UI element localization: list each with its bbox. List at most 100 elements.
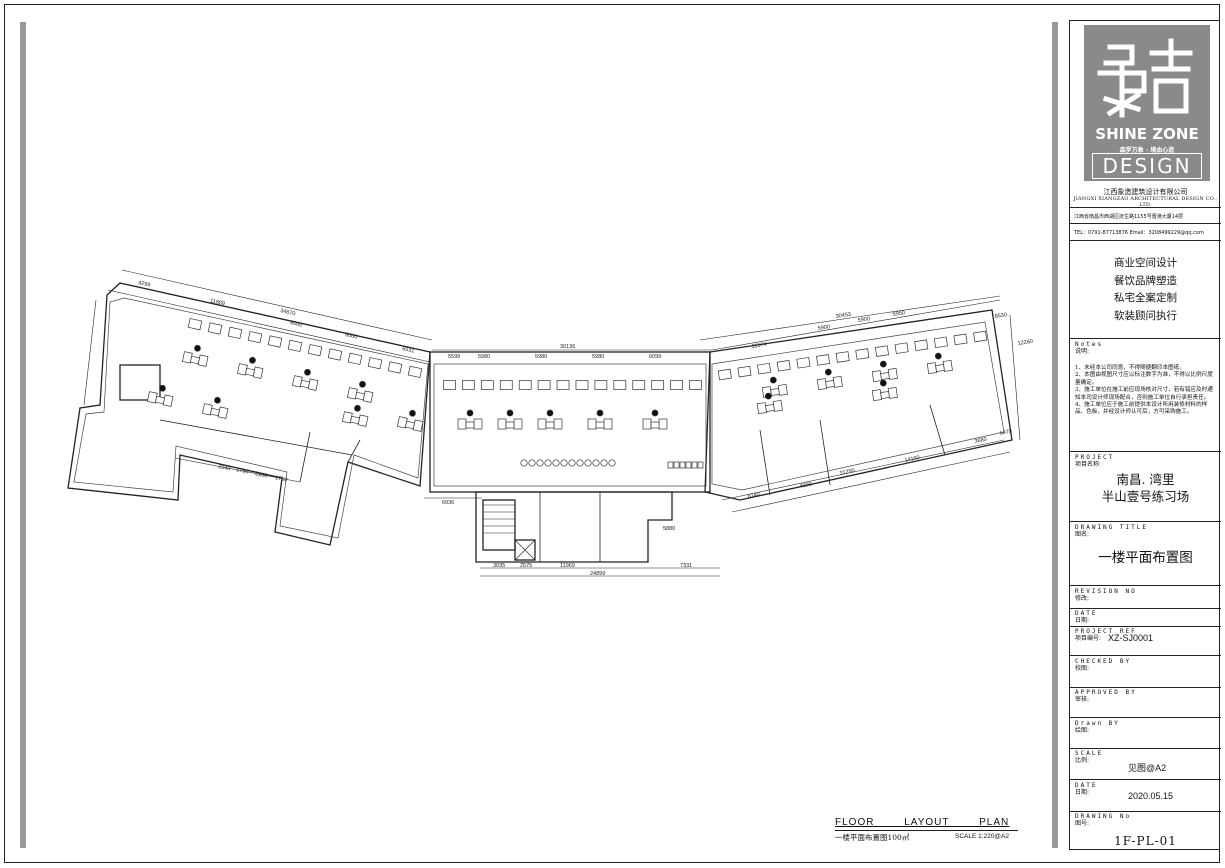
lamp-marker: [879, 360, 887, 368]
armchair: [816, 378, 827, 391]
armchair: [197, 354, 209, 367]
bar-stool: [592, 459, 600, 467]
right-border-rule: [1052, 22, 1058, 848]
divider: [1070, 626, 1221, 627]
drawing-no-value: 1F-PL-01: [1114, 834, 1177, 848]
logo-name: SHINE ZONE: [1095, 125, 1199, 143]
side-table: [770, 388, 780, 396]
practice-bay: [287, 339, 303, 352]
side-table: [935, 364, 945, 372]
dimension-label: 1750: [275, 475, 288, 483]
side-table: [155, 395, 165, 405]
lamp-marker: [769, 376, 777, 384]
bar-stool: [560, 459, 568, 467]
practice-bay: [914, 339, 929, 351]
bar-stool: [536, 459, 544, 467]
lounge-set: [182, 344, 209, 367]
elevator-box: [514, 539, 536, 561]
lamp-marker: [934, 352, 942, 360]
side-table: [650, 421, 660, 429]
dimension-label: 5900: [817, 324, 830, 332]
note-item: 3、施工单位在施工前应现场核对尺寸，若有错应及时通知本司设计师现场配合，否则施工…: [1075, 387, 1213, 401]
lounge-set: [397, 409, 424, 432]
practice-bay: [367, 357, 383, 370]
practice-bay: [776, 360, 791, 372]
side-table: [595, 421, 605, 429]
dimension-label: 2575: [520, 563, 532, 569]
practice-bay: [387, 361, 403, 374]
armchair: [871, 370, 882, 383]
drawing-title-subheading: 图名:: [1075, 531, 1090, 538]
side-table: [300, 379, 310, 389]
practice-bay: [307, 344, 323, 357]
armchair: [412, 419, 424, 432]
project-ref-subheading: 项目编号:: [1075, 635, 1102, 642]
practice-bay: [187, 318, 203, 331]
practice-bay: [874, 345, 889, 357]
left-border-rule: [20, 22, 26, 848]
armchair: [642, 418, 652, 430]
lounge-set: [537, 409, 563, 430]
logo-design: DESIGN: [1092, 153, 1202, 179]
bar-stool: [584, 459, 592, 467]
practice-bay: [556, 380, 570, 390]
checked-by-heading: CHECKED BY: [1075, 658, 1132, 665]
dimension-label: 5980: [535, 354, 547, 360]
divider: [1070, 748, 1221, 749]
armchair: [658, 418, 668, 430]
lounge-set: [871, 360, 898, 383]
company-name-cn: 江西象造建筑设计有限公司: [1103, 188, 1188, 196]
plan-right-wing: [704, 309, 1013, 501]
plan-right-wing-inner: [711, 321, 1005, 491]
practice-bay: [757, 362, 772, 375]
plan-lower-center: [475, 491, 673, 563]
practice-bay: [632, 380, 646, 390]
lounge-set: [587, 409, 613, 430]
practice-bay: [796, 357, 811, 369]
lamp-marker: [824, 368, 832, 376]
dimension-label: 7331: [680, 563, 692, 569]
practice-bay: [737, 365, 752, 378]
dimension-label: 4000: [799, 482, 812, 490]
project-name-line1: 南昌. 湾里: [1116, 472, 1175, 487]
date-final-subheading: 日期:: [1075, 789, 1090, 796]
side-table: [350, 415, 360, 425]
lounge-set: [202, 396, 229, 419]
side-table: [355, 391, 365, 401]
lamp-marker: [596, 409, 604, 417]
practice-bay: [247, 331, 263, 344]
divider: [1070, 608, 1221, 609]
practice-bay: [613, 380, 627, 390]
practice-bay: [207, 322, 223, 335]
dimension-label: 11574: [751, 342, 767, 350]
practice-bay: [894, 342, 909, 354]
scale-value: 见图@A2: [1128, 763, 1167, 773]
divider: [1070, 811, 1221, 812]
practice-bay: [933, 336, 948, 349]
divider: [1070, 585, 1221, 586]
service-item: 软装顾问执行: [1114, 309, 1177, 322]
dining-chair: [691, 461, 698, 469]
divider: [1070, 717, 1221, 718]
scale-subheading: 比例:: [1075, 757, 1090, 764]
practice-bay: [407, 365, 423, 378]
lounge-set: [292, 368, 319, 391]
armchair: [473, 418, 483, 430]
dimension-label: 12260: [1017, 339, 1033, 347]
date-subheading: 日期:: [1075, 617, 1090, 624]
dimension-label: 30453: [835, 312, 851, 320]
practice-bay: [518, 380, 532, 390]
logo-slogan: 森罗万象 · 境由心造: [1119, 147, 1175, 154]
lamp-marker: [466, 409, 474, 417]
approved-by-heading: APPROVED BY: [1075, 689, 1137, 696]
plan-left-wing: [67, 282, 431, 546]
armchair: [513, 418, 523, 430]
side-table: [210, 407, 220, 417]
plan-left-wing-inner: [73, 297, 429, 539]
dimension-label: 6000: [345, 332, 358, 341]
service-item: 私宅全案定制: [1114, 292, 1177, 304]
bar-stool: [552, 459, 560, 467]
bar-stool: [600, 459, 608, 467]
drawing-title-heading: DRAWING TITLE: [1075, 524, 1148, 531]
stair-core: [482, 499, 516, 551]
